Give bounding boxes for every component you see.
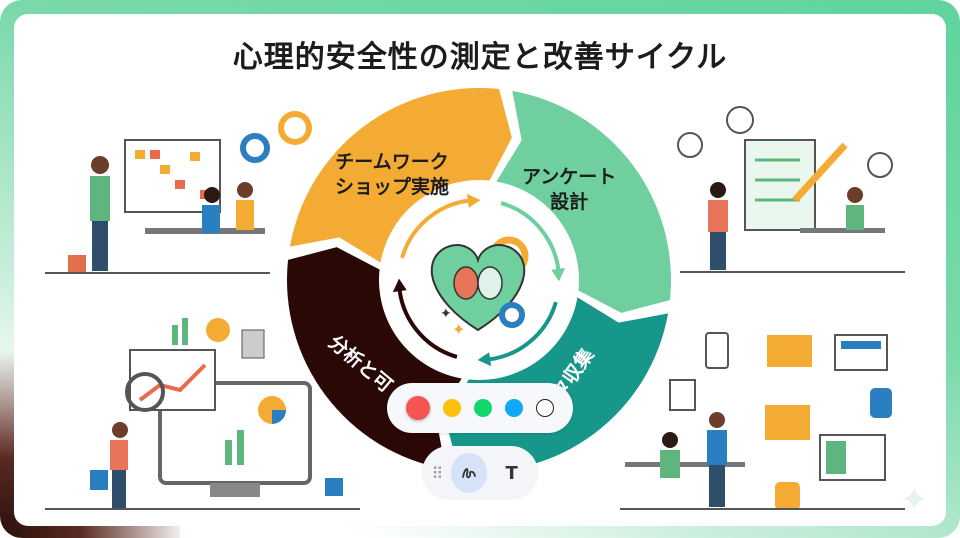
svg-text:✦: ✦	[452, 320, 465, 339]
pen-scribble-icon	[462, 468, 476, 479]
color-swatch-blue[interactable]	[505, 399, 524, 417]
center-heart-brain-icon: ✦✦	[430, 236, 529, 339]
text-tool-button[interactable]: T	[505, 462, 518, 484]
annotation-toolbar: ⠿ T	[422, 446, 538, 500]
color-palette	[387, 383, 573, 433]
segment-label-workshop: チームワーク ショップ実施	[335, 151, 450, 198]
cycle-arrowhead	[466, 193, 481, 208]
segment-survey-design	[496, 90, 671, 313]
cycle-arrow	[500, 201, 561, 278]
cycle-arrowhead	[551, 267, 566, 282]
drag-handle-icon[interactable]: ⠿	[431, 463, 444, 483]
cycle-arrowhead	[392, 278, 407, 293]
survey-illustration	[677, 106, 905, 273]
cycle-arrow	[397, 282, 458, 359]
color-swatch-green[interactable]	[473, 399, 492, 417]
segment-workshop	[289, 87, 512, 263]
cycle-arrow	[481, 301, 558, 362]
cycle-arrowhead	[477, 352, 492, 367]
workshop-illustration	[45, 111, 312, 274]
color-swatch-white[interactable]	[536, 399, 555, 417]
cycle-arrow	[400, 198, 477, 259]
sparkle-icon: ✦	[900, 480, 929, 520]
color-swatch-yellow[interactable]	[442, 399, 461, 417]
analysis-illustration	[45, 318, 360, 510]
infographic-title: 心理的安全性の測定と改善サイクル	[232, 40, 728, 75]
pen-tool-button[interactable]	[450, 453, 488, 493]
data-collection-illustration	[620, 332, 905, 510]
color-swatch-red[interactable]	[405, 396, 430, 420]
segment-label-survey-design: アンケート 設計	[522, 166, 617, 213]
svg-text:✦: ✦	[440, 306, 452, 322]
